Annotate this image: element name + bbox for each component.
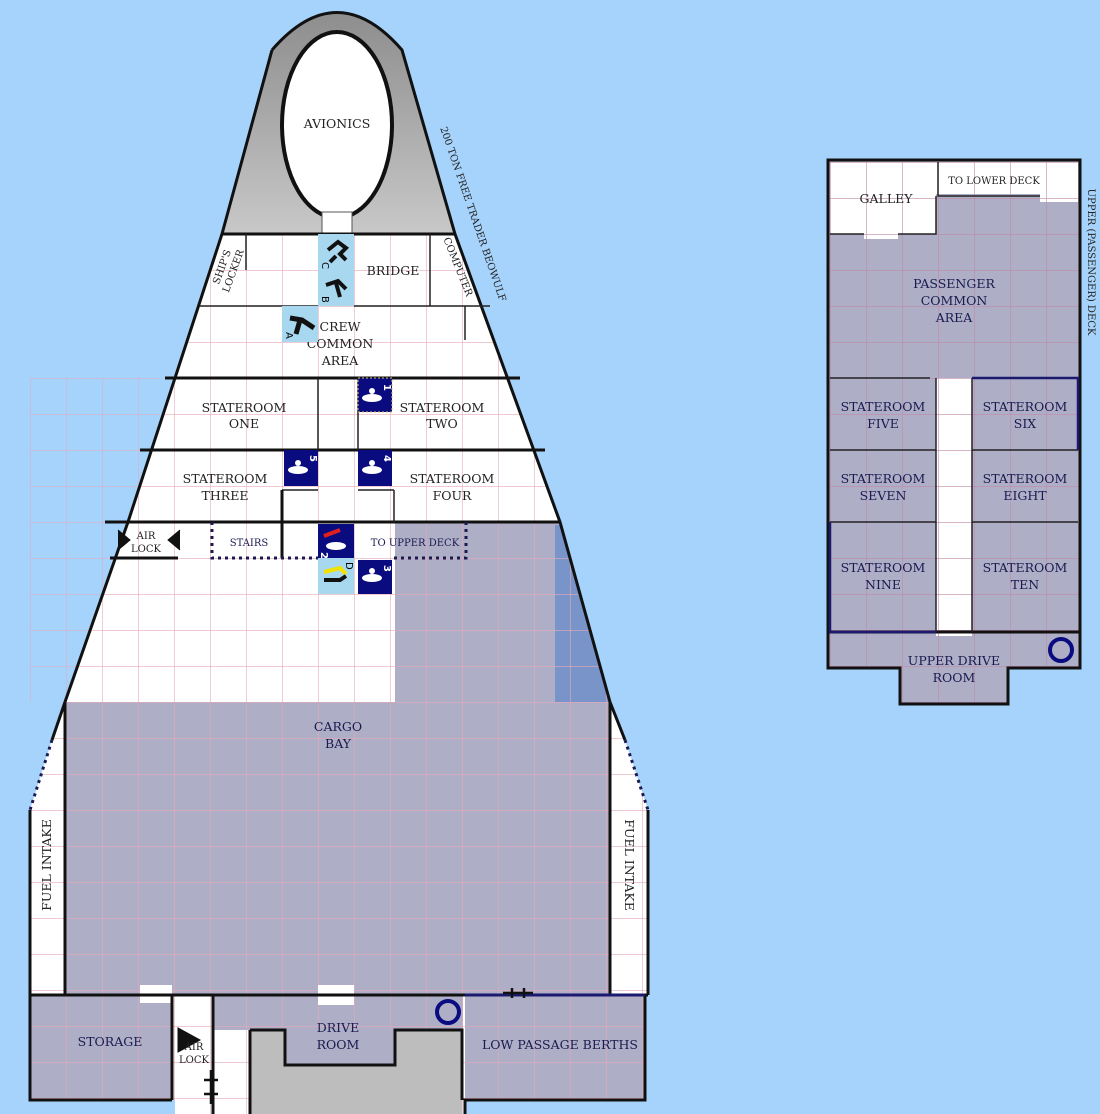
drive-circle-icon-upper: [1048, 637, 1074, 663]
room-label-stateroom-five-2: FIVE: [867, 416, 899, 431]
room-label-upper-drive-2: ROOM: [933, 670, 976, 685]
crew-token-b[interactable]: B: [318, 270, 354, 306]
room-label-fuel-intake-right: FUEL INTAKE: [622, 819, 637, 911]
svg-text:B: B: [319, 296, 330, 303]
room-label-air-lock-bottom-2: LOCK: [179, 1055, 209, 1066]
crew-token-d[interactable]: D: [318, 558, 354, 594]
room-label-passenger-common-3: AREA: [935, 310, 974, 325]
room-label-cargo-bay: CARGO: [314, 719, 362, 734]
room-label-stateroom-one: STATEROOM: [202, 400, 287, 415]
room-label-stateroom-one-2: ONE: [229, 416, 259, 431]
svg-text:C: C: [319, 262, 330, 269]
room-label-stateroom-five: STATEROOM: [841, 399, 926, 414]
passenger-token-2[interactable]: 2: [318, 524, 354, 559]
room-label-crew-common: CREW: [320, 319, 361, 334]
room-label-stateroom-eight: STATEROOM: [983, 471, 1068, 486]
room-label-stateroom-four: STATEROOM: [410, 471, 495, 486]
drive-circle-icon: [435, 999, 461, 1025]
room-label-stairs: STAIRS: [230, 538, 269, 549]
room-label-stateroom-eight-2: EIGHT: [1003, 488, 1047, 503]
upper-deck-title: UPPER (PASSENGER) DECK: [1085, 189, 1096, 336]
room-label-stateroom-two: STATEROOM: [400, 400, 485, 415]
room-label-air-lock-bottom: AIR: [184, 1042, 204, 1053]
room-label-stateroom-ten: STATEROOM: [983, 560, 1068, 575]
room-label-low-passage: LOW PASSAGE BERTHS: [482, 1037, 638, 1052]
room-label-stateroom-three-2: THREE: [202, 488, 249, 503]
crew-token-c[interactable]: C: [318, 234, 354, 270]
room-label-drive-room-2: ROOM: [317, 1037, 360, 1052]
room-label-stateroom-ten-2: TEN: [1011, 577, 1039, 592]
room-label-to-upper-deck: TO UPPER DECK: [371, 538, 460, 549]
room-label-stateroom-nine-2: NINE: [865, 577, 901, 592]
room-label-avionics: AVIONICS: [303, 116, 371, 131]
room-label-passenger-common-2: COMMON: [921, 293, 988, 308]
hatch-icon: [204, 988, 533, 1104]
room-label-air-lock: AIR: [136, 531, 156, 542]
svg-text:D: D: [343, 562, 354, 570]
room-label-cargo-bay-2: BAY: [325, 736, 352, 751]
upper-deck: GALLEY TO LOWER DECK PASSENGER COMMON AR…: [826, 158, 1096, 706]
room-label-stateroom-seven: STATEROOM: [841, 471, 926, 486]
passenger-token-1[interactable]: 1: [357, 377, 393, 413]
room-label-stateroom-four-2: FOUR: [433, 488, 472, 503]
room-label-galley: GALLEY: [860, 191, 914, 206]
passenger-token-5[interactable]: 5: [284, 450, 318, 486]
svg-text:2: 2: [318, 552, 329, 559]
room-label-fuel-intake-left: FUEL INTAKE: [39, 819, 54, 911]
room-label-upper-drive: UPPER DRIVE: [908, 653, 1000, 668]
room-label-storage: STORAGE: [78, 1034, 143, 1049]
airlock-door-icon: [117, 529, 202, 1053]
room-label-stateroom-six: STATEROOM: [983, 399, 1068, 414]
room-label-to-lower-deck: TO LOWER DECK: [948, 176, 1040, 187]
svg-text:3: 3: [381, 565, 392, 572]
svg-text:1: 1: [381, 384, 392, 391]
room-label-stateroom-three: STATEROOM: [183, 471, 268, 486]
room-label-air-lock-2: LOCK: [131, 544, 161, 555]
room-label-crew-common-2: COMMON: [307, 336, 374, 351]
room-label-stateroom-nine: STATEROOM: [841, 560, 926, 575]
crew-token-a[interactable]: A: [282, 306, 318, 342]
room-label-stateroom-six-2: SIX: [1014, 416, 1037, 431]
passenger-token-3[interactable]: 3: [358, 560, 392, 594]
svg-text:A: A: [283, 332, 294, 339]
room-label-crew-common-3: AREA: [321, 353, 360, 368]
room-label-bridge: BRIDGE: [367, 263, 420, 278]
room-label-drive-room: DRIVE: [317, 1020, 360, 1035]
room-label-stateroom-two-2: TWO: [426, 416, 457, 431]
svg-text:5: 5: [307, 455, 318, 462]
passenger-token-4[interactable]: 4: [358, 450, 392, 486]
room-label-stateroom-seven-2: SEVEN: [860, 488, 907, 503]
room-label-passenger-common: PASSENGER: [913, 276, 995, 291]
svg-text:4: 4: [381, 455, 392, 462]
